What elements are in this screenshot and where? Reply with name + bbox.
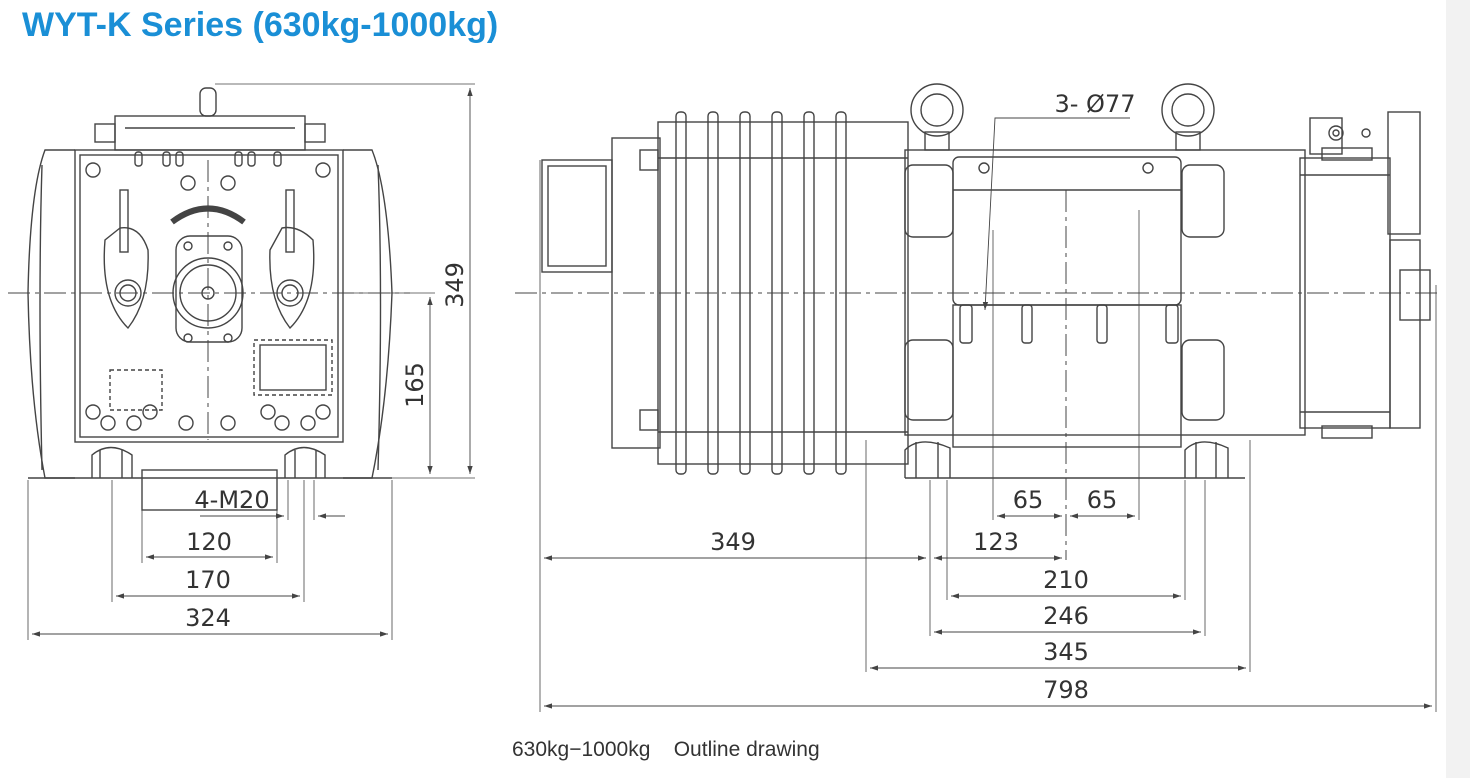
- dim-bolts: 4-M20: [194, 486, 269, 514]
- traction-shaft: [172, 257, 244, 329]
- side-view: [515, 83, 1440, 712]
- dim-width-170: 170: [185, 566, 231, 594]
- motor-flange: [611, 137, 661, 449]
- dim-length-210: 210: [1043, 566, 1089, 594]
- housing-outline: [27, 149, 75, 479]
- side-view-dimensions: 3- Ø77 65 65 349 123 210 246 345 798: [710, 90, 1135, 704]
- main-frame: [904, 149, 1306, 436]
- dim-width-120: 120: [186, 528, 232, 556]
- stator-body: [657, 121, 909, 465]
- front-view: [8, 83, 475, 640]
- dim-length-123: 123: [973, 528, 1019, 556]
- shaft-housing: [175, 235, 243, 343]
- front-view-dimensions: 349 165 4-M20 120 170 324: [185, 262, 469, 632]
- dim-sheave-holes: 3- Ø77: [1055, 90, 1136, 118]
- dim-width-324: 324: [185, 604, 231, 632]
- outline-drawing: 349 165 4-M20 120 170 324: [8, 83, 1440, 712]
- dim-groove-right: 65: [1087, 486, 1118, 514]
- figure-caption: 630kg−1000kg Outline drawing: [512, 738, 820, 761]
- encoder-cap: [541, 159, 613, 273]
- lifting-eye-right: [1161, 83, 1215, 151]
- wear-gauge: [170, 205, 246, 225]
- dim-length-798: 798: [1043, 676, 1089, 704]
- dim-height-total: 349: [441, 262, 469, 308]
- lifting-eye-left: [910, 83, 964, 151]
- brake-arm-left: [103, 226, 149, 330]
- dim-length-246: 246: [1043, 602, 1089, 630]
- dim-length-345: 345: [1043, 638, 1089, 666]
- page-title: WYT-K Series (630kg-1000kg): [22, 6, 499, 44]
- sheave-cover: [952, 156, 1182, 306]
- traction-sheave: [952, 304, 1182, 448]
- cooling-fins: [675, 111, 847, 475]
- dim-height-axis: 165: [401, 362, 429, 408]
- brake-arm-right: [269, 226, 315, 330]
- dim-groove-left: 65: [1013, 486, 1044, 514]
- top-bracket: [114, 115, 306, 151]
- foot-left: [91, 446, 133, 478]
- page-edge-band: [1446, 0, 1470, 778]
- dim-length-349: 349: [710, 528, 756, 556]
